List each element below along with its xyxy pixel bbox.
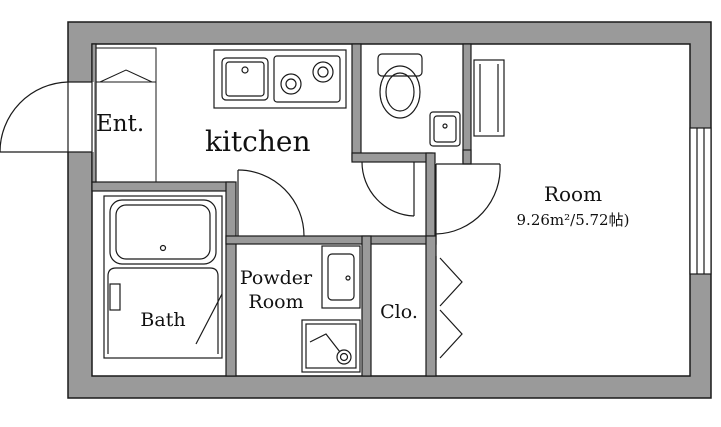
toilet-hand-sink-icon: [429, 111, 461, 147]
kitchen-label: kitchen: [205, 125, 311, 158]
washing-machine-icon: [301, 319, 361, 373]
entrance-door: [0, 81, 69, 153]
exterior-wall: [67, 21, 712, 399]
closet-doors: [435, 256, 463, 360]
window: [689, 127, 712, 275]
shoe-cabinet-icon: [95, 47, 157, 83]
room-label: Room: [544, 182, 602, 206]
powder-room-label-line1: Powder: [240, 267, 313, 289]
toilet-door: [361, 161, 415, 217]
air-conditioner-icon: [473, 59, 505, 137]
sink-icon: [221, 57, 269, 101]
bathtub-icon: [103, 195, 223, 359]
toilet-icon: [377, 53, 423, 119]
entrance-opening: [66, 82, 94, 152]
stove-icon: [273, 55, 341, 103]
vanity-sink-icon: [321, 245, 361, 309]
powder-room-door: [237, 169, 305, 237]
powder-room-label-line2: Room: [248, 291, 303, 313]
room-door: [435, 163, 501, 236]
room-size-label: 9.26m²/5.72帖): [517, 211, 630, 229]
interior-walls: [91, 43, 472, 377]
closet-label: Clo.: [380, 301, 418, 323]
kitchen-counter: [213, 49, 347, 109]
bath-label: Bath: [140, 309, 185, 331]
entrance-label: Ent.: [96, 111, 144, 137]
